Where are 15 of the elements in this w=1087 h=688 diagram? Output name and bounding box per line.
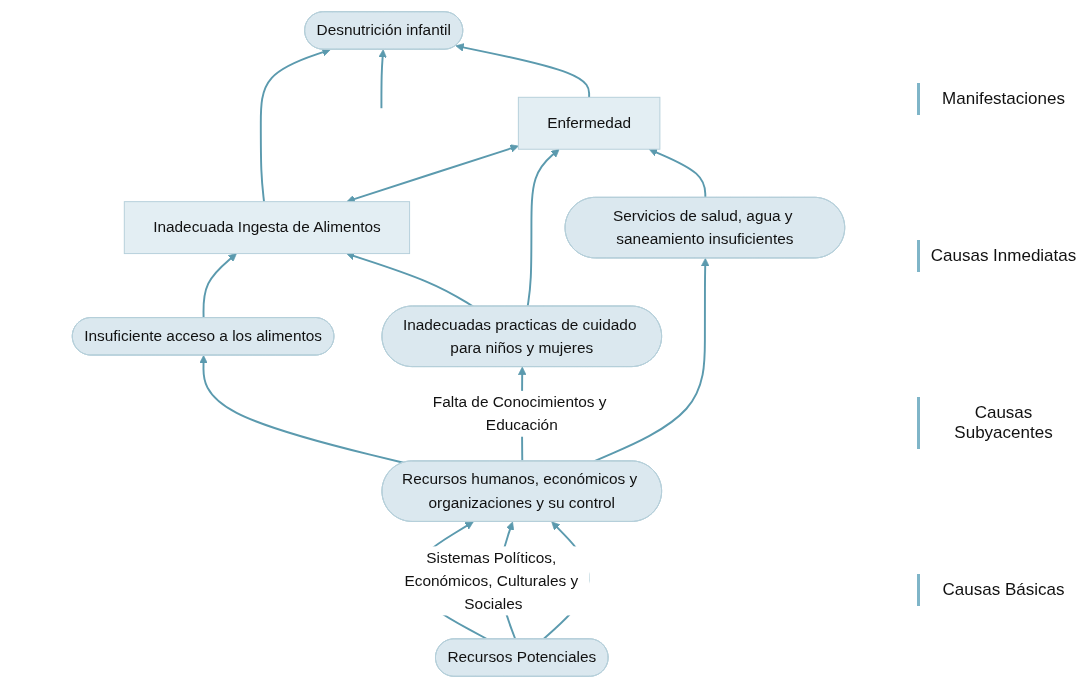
- arrow: [259, 48, 331, 203]
- arrow: [199, 355, 405, 464]
- arrow: [378, 49, 387, 110]
- arrow: [202, 253, 237, 319]
- arrow: [455, 43, 591, 99]
- edge-label: Falta de Conocimientos y Educación: [432, 393, 607, 433]
- level-label: Causas Básicas: [917, 573, 1087, 606]
- arrow: [526, 148, 560, 308]
- level-label: Causas Inmediatas: [917, 239, 1087, 272]
- edge-label: Sistemas Políticos, Económicos, Culturales y Sociales: [404, 549, 579, 612]
- node-box: Enfermedad: [517, 96, 661, 150]
- node-box: Inadecuada Ingesta de Alimentos: [123, 201, 411, 255]
- level-label: Manifestaciones: [917, 82, 1087, 115]
- arrow: [648, 148, 707, 199]
- level-label: Causas Subyacentes: [917, 396, 1087, 449]
